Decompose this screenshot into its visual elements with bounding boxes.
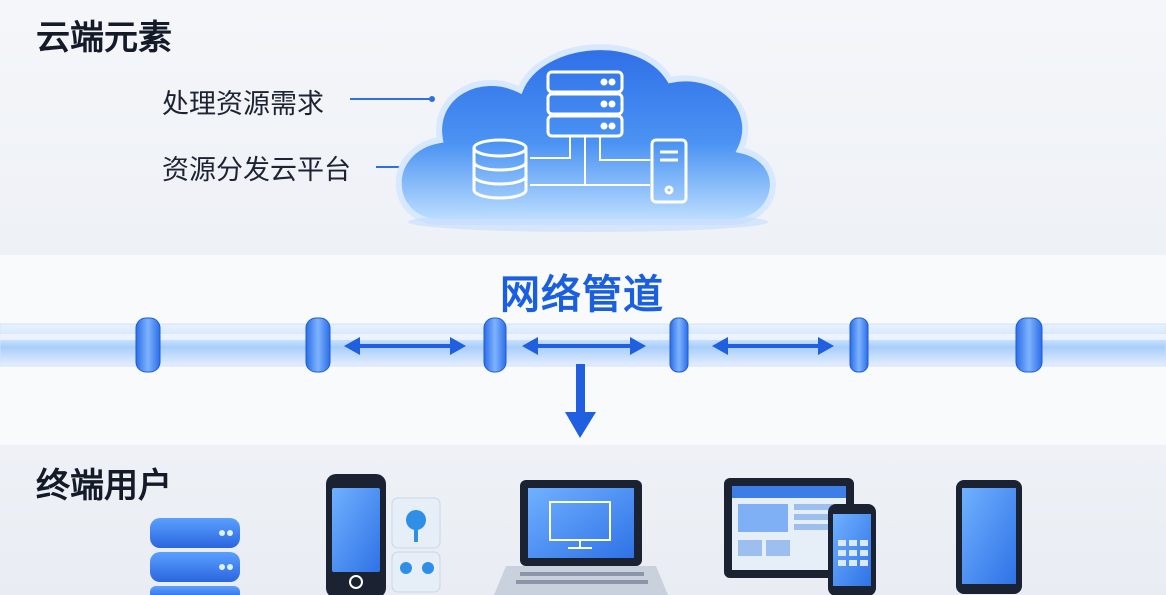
- users-section-title: 终端用户: [36, 466, 172, 506]
- laptop-icon: [494, 480, 668, 595]
- tablet-icon: [956, 480, 1022, 594]
- connector-line-2: [376, 166, 402, 168]
- label-distribution-platform: 资源分发云平台: [162, 155, 351, 186]
- smart-controls-icon: [391, 497, 441, 593]
- network-pipe: [0, 323, 1166, 367]
- label-resource-demand: 处理资源需求: [162, 89, 324, 120]
- server-stack-icon: [150, 518, 240, 595]
- cloud-section-title: 云端元素: [36, 18, 172, 58]
- phone-icon: [828, 504, 876, 595]
- pipe-rings: [135, 317, 1043, 373]
- cloud-links: [530, 137, 650, 186]
- desktop-tower-icon: [650, 138, 688, 204]
- database-icon: [472, 138, 528, 200]
- down-arrow-icon: [565, 364, 596, 438]
- network-section-title: 网络管道: [500, 272, 664, 318]
- desktop-monitor-icon: [724, 478, 854, 578]
- smartphone-icon: [326, 474, 386, 595]
- server-rack-icon: [546, 70, 624, 138]
- connector-line-1: [350, 96, 435, 102]
- bidirectional-arrows: [344, 337, 834, 355]
